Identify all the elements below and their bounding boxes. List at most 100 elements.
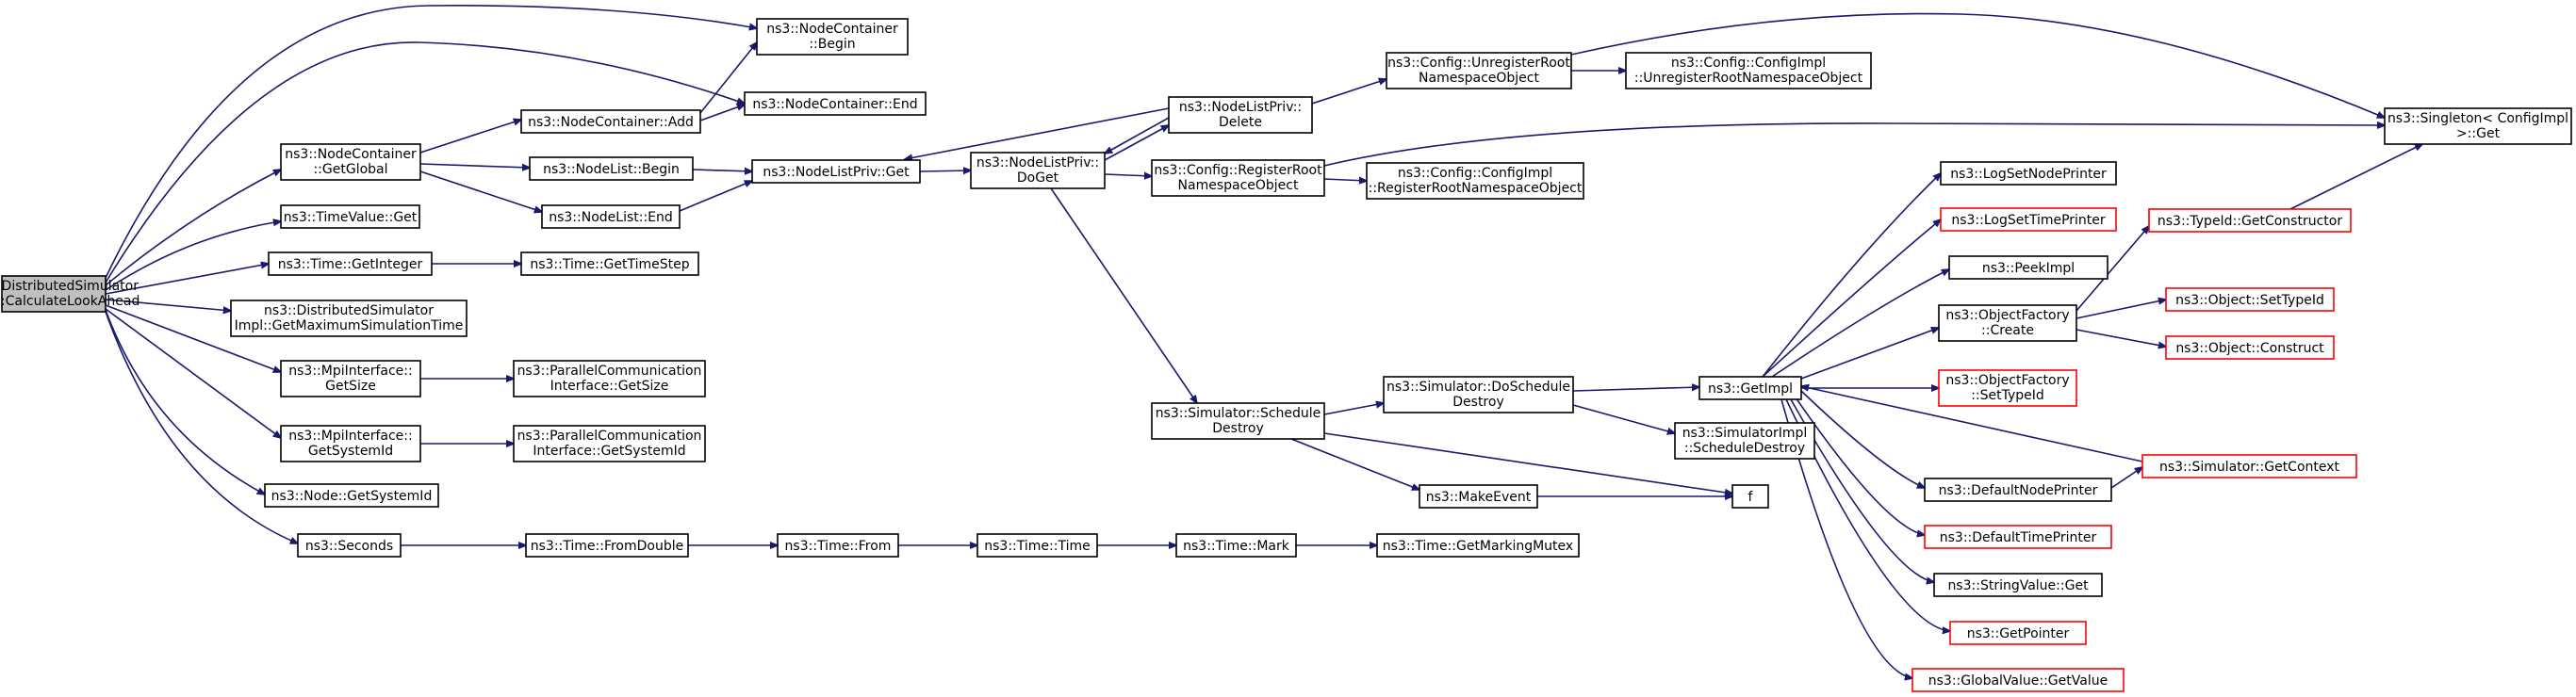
edge-arrow — [105, 311, 298, 543]
node-box — [970, 152, 1106, 189]
edge-arrow — [105, 41, 745, 284]
node-label: ns3::Time::GetInteger — [278, 257, 423, 272]
node-time-gettimestep[interactable]: ns3::Time::GetTimeStep — [520, 251, 699, 276]
node-box — [1674, 422, 1815, 460]
node-label: Destroy — [1212, 421, 1263, 436]
node-objfactory-create[interactable]: ns3::ObjectFactory::Create — [1938, 304, 2077, 342]
edge-arrow — [919, 170, 971, 171]
edge-arrow — [1323, 403, 1384, 415]
node-label: ns3::Config::ConfigImpl — [1398, 166, 1552, 181]
node-label: ns3::TypeId::GetConstructor — [2158, 214, 2342, 229]
node-box — [280, 360, 421, 397]
node-label: ns3::ObjectFactory — [1945, 373, 2069, 388]
node-node-getsysid[interactable]: ns3::Node::GetSystemId — [264, 483, 439, 508]
edge-arrow — [419, 170, 542, 212]
node-seconds[interactable]: ns3::Seconds — [297, 533, 402, 558]
edge-nlp_delete-to-nlp_get — [905, 107, 1170, 159]
node-makeevent[interactable]: ns3::MakeEvent — [1419, 484, 1538, 509]
node-nlp-get[interactable]: ns3::NodeListPriv::Get — [751, 159, 921, 184]
node-pci-getsize[interactable]: ns3::ParallelCommunicationInterface::Get… — [513, 360, 706, 397]
node-nc-getglobal[interactable]: ns3::NodeContainer::GetGlobal — [280, 143, 421, 181]
node-time-fromdouble[interactable]: ns3::Time::FromDouble — [525, 533, 689, 558]
node-cfgimpl-reg[interactable]: ns3::Config::ConfigImpl::RegisterRootNam… — [1366, 162, 1584, 200]
function-nodes: ns3::DistributedSimulatorImpl::Calculate… — [0, 18, 2572, 692]
node-box — [744, 91, 927, 116]
node-label: Destroy — [1452, 395, 1503, 410]
node-mpi-getsysid[interactable]: ns3::MpiInterface::GetSystemId — [280, 425, 421, 462]
edge-cfg_unreg-to-singleton — [1570, 12, 2385, 118]
edge-root-to-nc_end — [105, 41, 745, 284]
node-timevalue-get[interactable]: ns3::TimeValue::Get — [280, 204, 420, 229]
node-stringvalue-get[interactable]: ns3::StringValue::Get — [1933, 573, 2103, 597]
edge-arrow — [1323, 123, 2385, 167]
node-cfg-unreg[interactable]: ns3::Config::UnregisterRootNamespaceObje… — [1386, 52, 1572, 89]
node-label: ns3::ObjectFactory — [1945, 308, 2069, 323]
node-nl-end[interactable]: ns3::NodeList::End — [541, 204, 681, 229]
node-defaultnodeprinter[interactable]: ns3::DefaultNodePrinter — [1924, 478, 2112, 502]
node-time-mark[interactable]: ns3::Time::Mark — [1175, 533, 1297, 558]
node-box — [1383, 376, 1574, 413]
edge-root-to-time_getinteger — [105, 264, 269, 295]
node-sim-scheddestroy[interactable]: ns3::Simulator::ScheduleDestroy — [1151, 402, 1325, 440]
node-objfactory-settypeid[interactable]: ns3::ObjectFactory::SetTypeId — [1938, 369, 2077, 407]
node-time-getmarkingmutex[interactable]: ns3::Time::GetMarkingMutex — [1376, 533, 1580, 558]
node-f[interactable]: f — [1731, 484, 1769, 509]
edge-sim_doscheddestroy-to-simimpl_scheddestroy — [1572, 404, 1675, 433]
node-time-from[interactable]: ns3::Time::From — [777, 533, 899, 558]
edge-arrow — [2076, 300, 2166, 319]
edge-arrow — [1323, 179, 1367, 181]
edge-arrow — [1050, 187, 1197, 403]
node-mpi-getsize[interactable]: ns3::MpiInterface::GetSize — [280, 360, 421, 397]
node-sim-getcontext[interactable]: ns3::Simulator::GetContext — [2141, 454, 2357, 478]
edge-root-to-mpi_getsize — [105, 304, 281, 372]
edge-nl_begin-to-nlp_get — [692, 170, 752, 171]
node-defaulttimeprinter[interactable]: ns3::DefaultTimePrinter — [1924, 525, 2112, 549]
edge-nc_getglobal-to-nl_begin — [419, 163, 530, 168]
node-box — [264, 483, 439, 508]
node-time-time[interactable]: ns3::Time::Time — [976, 533, 1098, 558]
node-object-construct[interactable]: ns3::Object::Construct — [2165, 335, 2335, 360]
node-dsi-getmax[interactable]: ns3::DistributedSimulatorImpl::GetMaximu… — [230, 300, 468, 337]
node-nlp-delete[interactable]: ns3::NodeListPriv::Delete — [1168, 96, 1313, 134]
node-object-settypeid[interactable]: ns3::Object::SetTypeId — [2165, 287, 2335, 312]
node-logsetnodeprinter[interactable]: ns3::LogSetNodePrinter — [1940, 161, 2117, 186]
edge-nc_getglobal-to-nl_end — [419, 170, 542, 212]
node-label: ns3::Simulator::GetContext — [2159, 460, 2340, 475]
node-nlp-doget[interactable]: ns3::NodeListPriv::DoGet — [970, 152, 1106, 189]
node-time-getinteger[interactable]: ns3::Time::GetInteger — [268, 251, 433, 276]
node-logsettimeprinter[interactable]: ns3::LogSetTimePrinter — [1940, 207, 2117, 232]
node-label: ns3::Time::Mark — [1183, 539, 1290, 554]
node-getpointer[interactable]: ns3::GetPointer — [1949, 621, 2087, 645]
node-cfgimpl-unreg[interactable]: ns3::Config::ConfigImpl::UnregisterRootN… — [1625, 52, 1872, 89]
node-nc-end[interactable]: ns3::NodeContainer::End — [744, 91, 927, 116]
node-label: ::Create — [1981, 323, 2034, 338]
node-pci-getsysid[interactable]: ns3::ParallelCommunicationInterface::Get… — [513, 425, 706, 462]
node-label: ns3::NodeListPriv::Get — [763, 165, 910, 180]
node-label: f — [1748, 490, 1754, 505]
node-nc-add[interactable]: ns3::NodeContainer::Add — [520, 109, 701, 134]
node-peekimpl[interactable]: ns3::PeekImpl — [1948, 255, 2108, 280]
node-box — [1698, 376, 1802, 400]
node-simimpl-scheddestroy[interactable]: ns3::SimulatorImpl::ScheduleDestroy — [1674, 422, 1815, 460]
edge-sim_scheddestroy-to-makeevent — [1290, 438, 1419, 490]
edge-arrow — [1572, 387, 1699, 392]
node-label: >::Get — [2456, 126, 2501, 141]
node-nc-begin[interactable]: ns3::NodeContainer::Begin — [756, 18, 909, 56]
node-cfg-reg[interactable]: ns3::Config::RegisterRootNamespaceObject — [1151, 159, 1325, 197]
node-label: ns3::GetPointer — [1967, 626, 2070, 641]
node-nl-begin[interactable]: ns3::NodeList::Begin — [529, 156, 694, 181]
edge-arrow — [1104, 174, 1152, 176]
node-label: ns3::NodeContainer::End — [752, 97, 917, 112]
node-singleton[interactable]: ns3::Singleton< ConfigImpl>::Get — [2384, 107, 2572, 145]
node-label: ns3::Time::From — [785, 539, 892, 554]
node-globalvalue-getvalue[interactable]: ns3::GlobalValue::GetValue — [1911, 668, 2125, 692]
node-typeid-getconstructor[interactable]: ns3::TypeId::GetConstructor — [2148, 208, 2352, 233]
node-box — [525, 533, 689, 558]
edge-arrow — [105, 264, 269, 295]
edge-cfg_reg-to-cfgimpl_reg — [1323, 179, 1367, 181]
node-box — [1938, 369, 2077, 407]
edge-sim_scheddestroy-to-sim_doscheddestroy — [1323, 403, 1384, 415]
node-label: ns3::NodeListPriv:: — [1179, 100, 1302, 115]
node-getimpl[interactable]: ns3::GetImpl — [1698, 376, 1802, 400]
